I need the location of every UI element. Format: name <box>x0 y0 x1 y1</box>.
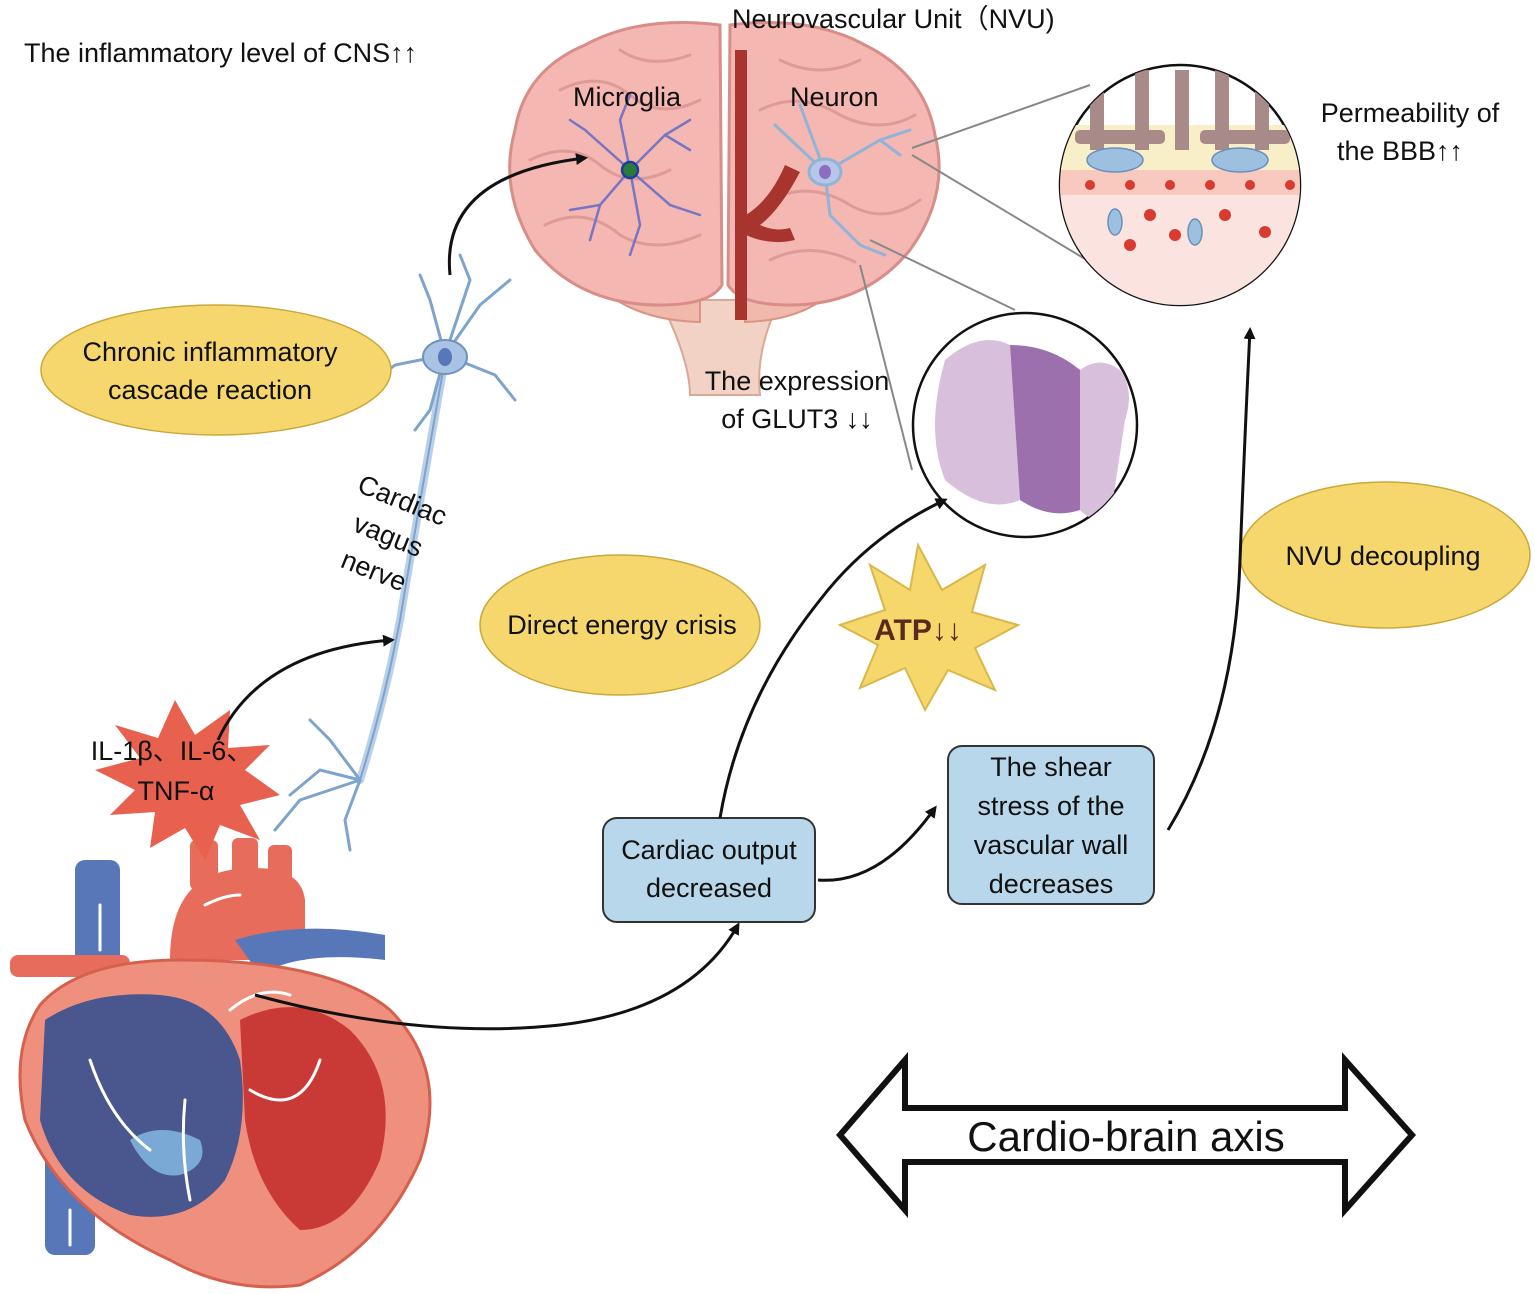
shear-stress-line1: The shear <box>990 752 1112 782</box>
cardiac-output-line2: decreased <box>646 873 772 903</box>
zoom-lines <box>859 84 1096 471</box>
shear-stress-line4: decreases <box>989 869 1114 899</box>
brain-illustration <box>508 21 941 396</box>
microglia-cell <box>568 93 702 257</box>
chronic-inflammatory-ellipse <box>40 304 392 436</box>
bbb-zoom-circle <box>1058 63 1302 307</box>
arrow-to-bbb <box>1166 327 1256 831</box>
cytokine-label-line1: IL-1β、IL-6、 <box>91 736 254 766</box>
shear-stress-line3: vascular wall <box>974 830 1129 860</box>
cardiac-output-box <box>602 817 816 923</box>
glut3-label-line1: The expression <box>705 366 890 396</box>
bbb-label-line2: the BBB↑↑ <box>1337 136 1463 166</box>
glut3-label-line2: of GLUT3 ↓↓ <box>721 404 873 434</box>
glut3-zoom-circle <box>911 311 1139 539</box>
neuron-label: Neuron <box>790 82 879 112</box>
atp-star <box>837 541 1021 713</box>
vessel-shape <box>735 50 747 320</box>
arrow-to-glut3 <box>718 498 948 819</box>
arrow-to-vagus <box>216 634 395 741</box>
vagus-nerve-label: Cardiac vagus nerve <box>337 469 451 597</box>
chronic-label-line1: Chronic inflammatory <box>82 337 338 367</box>
shear-stress-line2: stress of the <box>977 791 1124 821</box>
arrow-heart-to-cardiac <box>254 922 740 1031</box>
microglia-label: Microglia <box>573 82 682 112</box>
bbb-label-line1: Permeability of <box>1321 98 1500 128</box>
cytokine-burst <box>95 700 280 860</box>
atp-label: ATP↓↓ <box>874 614 962 647</box>
neuron-cell <box>773 103 912 257</box>
flow-arrows <box>216 153 1256 1031</box>
cns-inflammation-label: The inflammatory level of CNS↑↑ <box>24 38 417 68</box>
vagus-nerve-illustration <box>273 253 517 852</box>
shear-stress-box <box>947 745 1155 905</box>
chronic-label-line2: cascade reaction <box>108 375 312 405</box>
nvu-title-label: Neurovascular Unit（NVU) <box>732 4 1055 34</box>
energy-crisis-ellipse <box>479 554 761 696</box>
cardiac-output-line1: Cardiac output <box>621 835 797 865</box>
heart-illustration <box>10 838 432 1289</box>
nvu-decoupling-label: NVU decoupling <box>1285 541 1480 571</box>
energy-crisis-label: Direct energy crisis <box>507 610 737 640</box>
arrow-to-shear <box>817 805 937 882</box>
arrow-to-microglia <box>447 153 588 276</box>
cytokine-label-line2: TNF-α <box>137 776 214 806</box>
cardio-brain-axis-arrow <box>836 1051 1417 1219</box>
cardio-brain-axis-label: Cardio-brain axis <box>967 1113 1284 1160</box>
